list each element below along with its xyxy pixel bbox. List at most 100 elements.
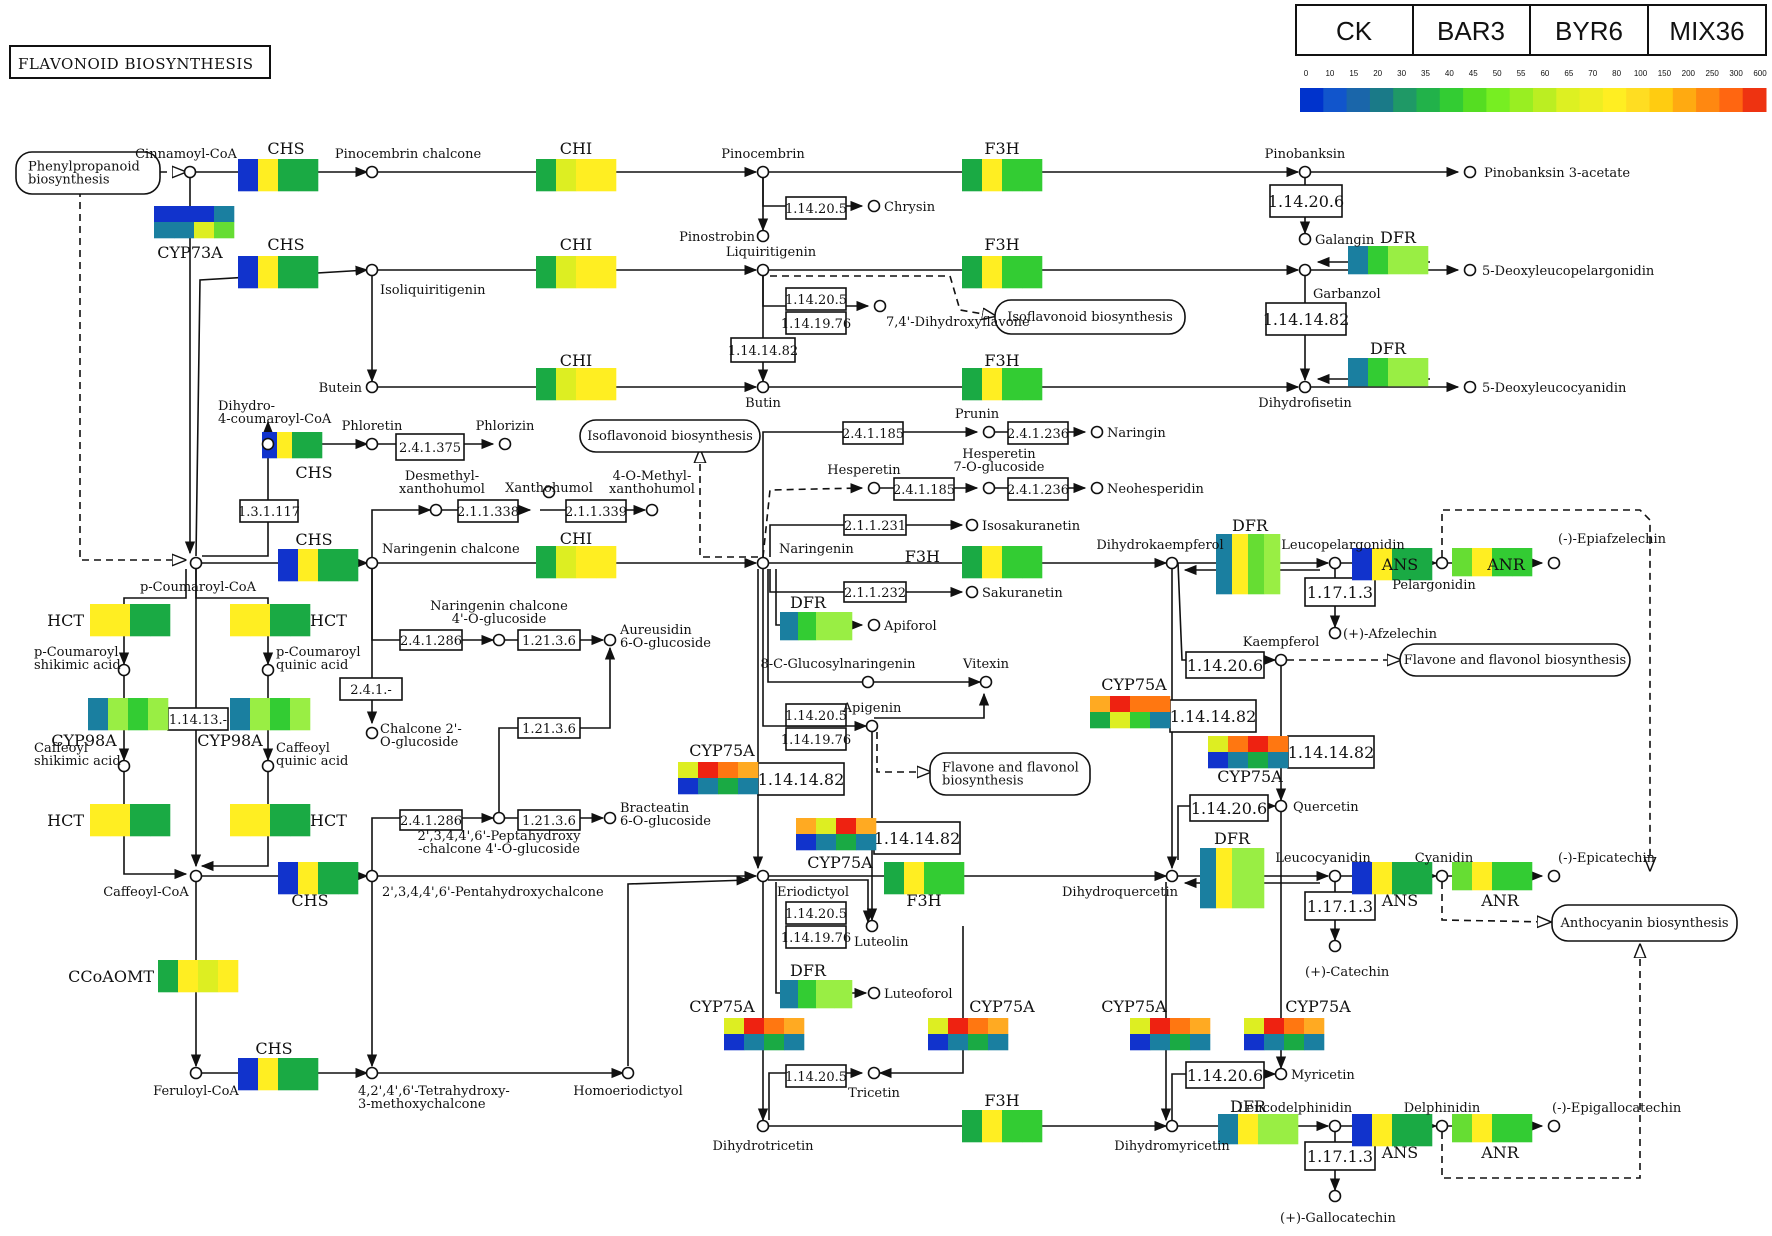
compound-node-butin[interactable]: [756, 380, 770, 394]
compound-node-xanthohumol[interactable]: [542, 485, 556, 499]
compound-node-pelargonidin[interactable]: [1435, 556, 1449, 570]
enzyme-heatmap-dfr_ans1[interactable]: DFR: [1216, 516, 1281, 595]
ec-box-ec13[interactable]: [457, 499, 519, 523]
compound-node-apiforol[interactable]: [867, 618, 881, 632]
ec-box-ec33[interactable]: [785, 901, 847, 925]
compound-node-isosakuranetin[interactable]: [965, 518, 979, 532]
ec-box-ec19[interactable]: [517, 629, 581, 651]
enzyme-heatmap-chs1[interactable]: CHS: [238, 139, 319, 192]
enzyme-heatmap-dfr4[interactable]: DFR: [780, 961, 853, 1009]
ec-box-ec20[interactable]: [339, 677, 403, 701]
compound-node-gallocatechin[interactable]: [1328, 1189, 1342, 1203]
compound-node-luteolin[interactable]: [865, 919, 879, 933]
ec-box-ec25[interactable]: [785, 727, 847, 751]
compound-node-liquiritigenin[interactable]: [756, 263, 770, 277]
enzyme-heatmap-cyp75a1[interactable]: CYP75A: [678, 741, 759, 795]
pathway-link-flavone2[interactable]: [929, 752, 1091, 796]
ec-box-ec32[interactable]: [873, 821, 961, 855]
compound-node-dihydroquercetin[interactable]: [1165, 869, 1179, 883]
ec-box-ec5[interactable]: [730, 337, 796, 363]
enzyme-heatmap-hct3[interactable]: HCT: [47, 804, 171, 837]
compound-node-naringenin_chalcone[interactable]: [365, 556, 379, 570]
compound-node-pinobanksin3a[interactable]: [1463, 165, 1477, 179]
compound-node-leucodelphinidin[interactable]: [1328, 1119, 1342, 1133]
compound-node-sakuranetin[interactable]: [965, 585, 979, 599]
enzyme-heatmap-cyp75a8[interactable]: CYP75A: [1244, 997, 1351, 1051]
enzyme-heatmap-chs4[interactable]: CHS: [278, 530, 359, 582]
compound-node-catechin[interactable]: [1328, 939, 1342, 953]
compound-node-phloretin[interactable]: [365, 437, 379, 451]
compound-node-naringin[interactable]: [1090, 425, 1104, 439]
compound-node-caffeoylquinic[interactable]: [261, 759, 275, 773]
ec-box-ec36[interactable]: [785, 1064, 847, 1088]
pathway-link-flavone1[interactable]: [1399, 643, 1631, 677]
enzyme-heatmap-dfr_ans2[interactable]: DFR: [1200, 829, 1265, 909]
enzyme-heatmap-cyp75a3[interactable]: CYP75A: [1208, 736, 1289, 786]
ec-box-ec7[interactable]: [395, 433, 465, 461]
ec-box-ec35[interactable]: [1304, 891, 1376, 921]
compound-node-ncg[interactable]: [492, 633, 506, 647]
compound-node-garbanzol[interactable]: [1298, 263, 1312, 277]
compound-node-prunin[interactable]: [982, 425, 996, 439]
compound-node-aureusidin[interactable]: [603, 633, 617, 647]
compound-node-phlorizin[interactable]: [498, 437, 512, 451]
compound-node-eriodictyol[interactable]: [756, 869, 770, 883]
compound-node-methylx[interactable]: [645, 503, 659, 517]
compound-node-vitexin[interactable]: [979, 675, 993, 689]
compound-node-cyanidin[interactable]: [1435, 869, 1449, 883]
compound-node-apigenin[interactable]: [865, 719, 879, 733]
compound-node-dihydrokaempferol[interactable]: [1165, 556, 1179, 570]
ec-box-ec31[interactable]: [517, 809, 581, 831]
enzyme-heatmap-chi1[interactable]: CHI: [536, 139, 617, 192]
compound-node-hesperetin[interactable]: [867, 481, 881, 495]
compound-node-epiafzelechin[interactable]: [1547, 556, 1561, 570]
compound-node-dihydrotricetin[interactable]: [756, 1119, 770, 1133]
compound-node-dihydrocoumaroyl[interactable]: [261, 437, 275, 451]
enzyme-heatmap-cyp98a1[interactable]: CYP98A: [51, 698, 169, 750]
compound-node-naringenin[interactable]: [756, 556, 770, 570]
enzyme-heatmap-cyp75a6[interactable]: CYP75A: [928, 997, 1035, 1051]
compound-node-hesperetin7g[interactable]: [982, 481, 996, 495]
pathway-link-anthocyanin[interactable]: [1551, 904, 1738, 942]
enzyme-heatmap-f3h5[interactable]: F3H: [884, 862, 965, 910]
enzyme-heatmap-chi2[interactable]: CHI: [536, 235, 617, 289]
enzyme-heatmap-cyp75a7[interactable]: CYP75A: [1101, 997, 1211, 1051]
compound-node-luteoforol[interactable]: [867, 986, 881, 1000]
enzyme-heatmap-ccoaomt[interactable]: CCoAOMT: [68, 960, 239, 993]
compound-node-homoeriodictyol[interactable]: [621, 1066, 635, 1080]
enzyme-heatmap-chs2[interactable]: CHS: [238, 235, 319, 289]
ec-box-ec18[interactable]: [399, 629, 463, 651]
compound-node-pinocembrin_chalcone[interactable]: [365, 165, 379, 179]
ec-box-ec11[interactable]: [1007, 477, 1069, 501]
compound-node-pcoumaroylquinic[interactable]: [261, 663, 275, 677]
enzyme-heatmap-f3h1[interactable]: F3H: [962, 139, 1043, 192]
compound-node-epicatechin[interactable]: [1547, 869, 1561, 883]
ec-box-ec6[interactable]: [1265, 302, 1347, 336]
enzyme-heatmap-chs5[interactable]: CHS: [278, 862, 359, 910]
enzyme-heatmap-cyp75a5[interactable]: CYP75A: [689, 997, 805, 1051]
enzyme-heatmap-cyp98a2[interactable]: CYP98A: [197, 698, 311, 750]
compound-node-delphinidin[interactable]: [1435, 1119, 1449, 1133]
ec-box-ec26[interactable]: [1169, 699, 1257, 733]
compound-node-dihydromyricetin[interactable]: [1165, 1119, 1179, 1133]
compound-node-dihydrofisetin[interactable]: [1298, 380, 1312, 394]
enzyme-heatmap-cyp75a4[interactable]: CYP75A: [796, 818, 877, 872]
compound-node-leucopelargonidin[interactable]: [1328, 556, 1342, 570]
enzyme-heatmap-ans_small3[interactable]: ANS: [1352, 1114, 1433, 1162]
compound-node-isoliquiritigenin[interactable]: [365, 263, 379, 277]
compound-node-pinocembrin[interactable]: [756, 165, 770, 179]
ec-box-ec30[interactable]: [399, 809, 463, 831]
enzyme-heatmap-cyp73a[interactable]: CYP73A: [154, 206, 235, 262]
enzyme-heatmap-dfr5[interactable]: DFR: [1218, 1097, 1299, 1145]
compound-node-pinobanksin[interactable]: [1298, 165, 1312, 179]
enzyme-heatmap-ans_small2[interactable]: ANS: [1352, 862, 1433, 910]
compound-node-myricetin[interactable]: [1274, 1067, 1288, 1081]
pathway-link-phenylpropanoid[interactable]: [15, 151, 161, 195]
enzyme-heatmap-f3h4[interactable]: F3H: [905, 546, 1043, 579]
enzyme-heatmap-f3h2[interactable]: F3H: [962, 235, 1043, 289]
ec-box-ec2[interactable]: [1269, 184, 1343, 218]
ec-box-ec23[interactable]: [517, 717, 581, 739]
compound-node-glucosylnaringenin[interactable]: [861, 675, 875, 689]
ec-box-ec37[interactable]: [1185, 1061, 1265, 1089]
ec-box-ec3[interactable]: [785, 287, 847, 311]
